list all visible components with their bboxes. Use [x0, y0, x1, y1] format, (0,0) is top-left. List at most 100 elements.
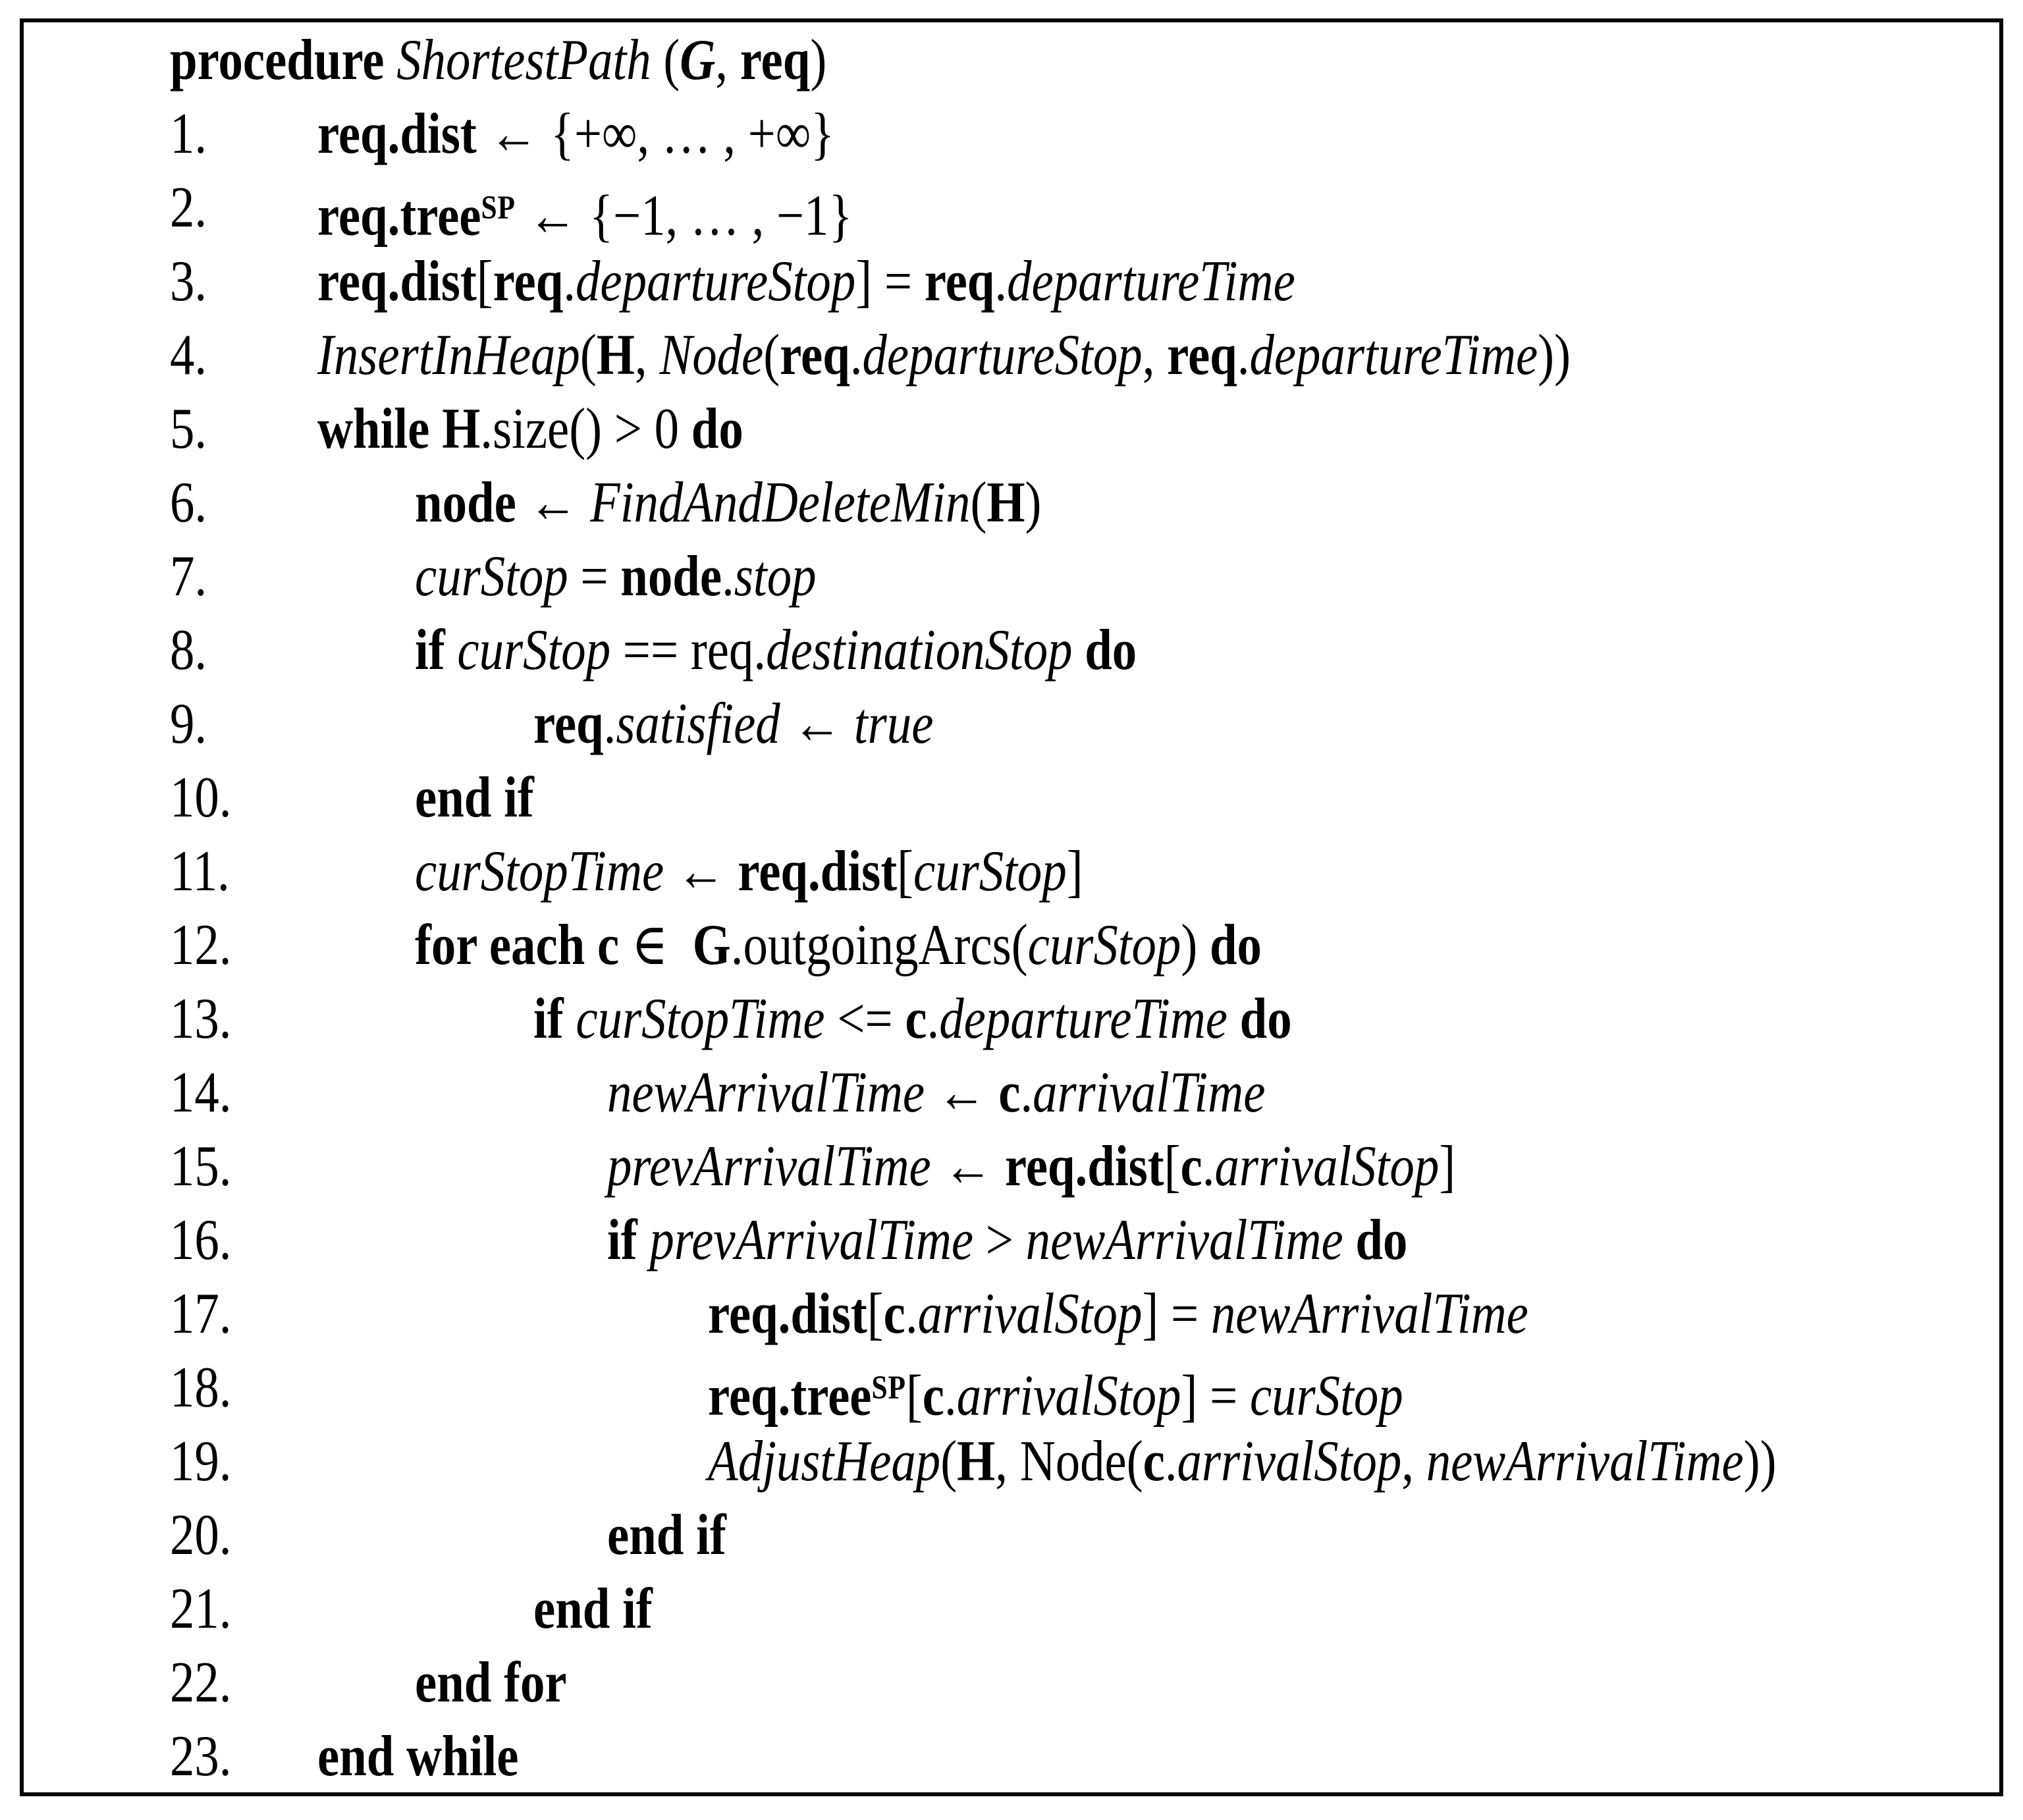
code-segment: )): [1538, 323, 1571, 387]
line-number: 12.: [170, 913, 232, 977]
code-segment: .: [563, 250, 576, 313]
code-segment: do: [691, 397, 743, 461]
code-line: 2.req.treeSP ← {−1, … , −1}: [24, 171, 1999, 248]
code-segment: .: [850, 323, 863, 387]
code-segment: arrivalTime: [1033, 1061, 1266, 1125]
line-number: 7.: [170, 545, 207, 608]
code-text: end if: [533, 1572, 653, 1646]
code-segment: (: [763, 323, 780, 387]
code-segment: req: [740, 28, 811, 92]
line-number: 2.: [170, 176, 207, 240]
code-segment: [: [867, 1282, 884, 1346]
code-segment: )): [1743, 1430, 1777, 1493]
code-segment: newArrivalTime: [1025, 1208, 1343, 1272]
code-text: end for: [415, 1646, 567, 1720]
code-text: req.dist ← {+∞, … , +∞}: [317, 97, 834, 171]
code-segment: ): [810, 28, 827, 92]
code-segment: prevArrivalTime: [607, 1135, 931, 1198]
code-text: req.dist[req.departureStop] = req.depart…: [317, 245, 1295, 319]
code-line: 15.prevArrivalTime ← req.dist[c.arrivalS…: [24, 1130, 1999, 1204]
code-segment: ,: [1401, 1430, 1426, 1493]
code-segment: ): [1181, 913, 1210, 977]
code-segment: H: [986, 471, 1025, 535]
code-segment: end for: [415, 1651, 567, 1715]
line-number: 14.: [170, 1061, 232, 1125]
code-segment: curStop: [913, 840, 1067, 903]
line-number: 21.: [170, 1577, 232, 1641]
code-segment: ] =: [855, 250, 925, 313]
code-text: end if: [607, 1499, 726, 1572]
code-segment: .: [944, 1364, 957, 1428]
code-line: 10. end if: [24, 761, 1999, 835]
code-segment: ]: [1439, 1135, 1456, 1198]
code-text: prevArrivalTime ← req.dist[c.arrivalStop…: [607, 1130, 1455, 1204]
code-segment: curStopTime: [576, 987, 825, 1051]
code-segment: .: [1202, 1135, 1215, 1198]
code-segment: departureTime: [939, 987, 1227, 1051]
code-segment: Node: [659, 323, 764, 387]
line-number: 5.: [170, 397, 207, 461]
code-line: 9.req.satisfied ← true: [24, 687, 1999, 761]
line-number: 1.: [170, 102, 207, 166]
code-segment: ←: [931, 1135, 1005, 1198]
code-segment: .: [1164, 1430, 1177, 1493]
line-number: 3.: [170, 250, 207, 313]
code-text: procedure ShortestPath (G, req): [170, 24, 826, 97]
code-segment: >: [973, 1208, 1026, 1272]
code-segment: ,: [634, 323, 660, 387]
code-text: req.satisfied ← true: [533, 687, 933, 761]
code-segment: satisfied: [616, 692, 780, 756]
code-segment: [: [476, 250, 493, 313]
code-segment: if: [607, 1208, 650, 1272]
code-text: AdjustHeap(H, Node(c.arrivalStop, newArr…: [708, 1425, 1777, 1499]
code-line: 1. req.dist ← {+∞, … , +∞}: [24, 97, 1999, 171]
code-segment: c: [1180, 1135, 1202, 1198]
code-text: node ← FindAndDeleteMin(H): [415, 466, 1041, 540]
line-number: 10.: [170, 766, 232, 830]
line-number: 6.: [170, 471, 207, 535]
code-line: 3. req.dist[req.departureStop] = req.depa…: [24, 245, 1999, 319]
code-segment: .: [1237, 323, 1250, 387]
code-segment: InsertInHeap: [317, 323, 580, 387]
code-segment: H: [957, 1430, 996, 1493]
code-line: 16.if prevArrivalTime > newArrivalTime d…: [24, 1204, 1999, 1277]
code-segment: <=: [824, 987, 905, 1051]
line-number: 18.: [170, 1356, 232, 1420]
line-number: 23.: [170, 1725, 232, 1788]
code-segment: c: [905, 987, 927, 1051]
code-text: req.treeSP[c.arrivalStop] = curStop: [708, 1351, 1403, 1428]
code-segment: ): [1025, 471, 1042, 535]
code-text: if curStop == req.destinationStop do: [415, 614, 1137, 687]
code-segment: .: [994, 250, 1008, 313]
code-segment: arrivalStop: [956, 1364, 1181, 1428]
code-line: 11.curStopTime ← req.dist[curStop]: [24, 835, 1999, 909]
code-segment: (: [651, 28, 680, 92]
code-segment: curStop: [1027, 913, 1181, 977]
code-line: 6. node ← FindAndDeleteMin(H): [24, 466, 1999, 540]
code-segment: for each c: [415, 913, 620, 977]
code-segment: req: [533, 692, 604, 756]
code-segment: ←: [664, 840, 738, 903]
code-segment: end if: [415, 766, 534, 830]
code-segment: .: [1020, 1061, 1033, 1125]
code-segment: if: [415, 618, 458, 682]
code-line: 23.end while: [24, 1720, 1999, 1792]
code-segment: prevArrivalTime: [649, 1208, 974, 1272]
code-segment: .outgoingArcs(: [730, 913, 1028, 977]
code-segment: H: [596, 323, 635, 387]
line-number: 17.: [170, 1282, 232, 1346]
code-segment: do: [1343, 1208, 1408, 1272]
code-segment: arrivalStop: [1177, 1430, 1402, 1493]
code-segment: ] =: [1142, 1282, 1211, 1346]
code-segment: [: [905, 1364, 923, 1428]
code-segment: ShortestPath: [396, 28, 651, 92]
code-segment: ← {+∞, … , +∞}: [476, 102, 835, 166]
code-segment: SP: [871, 1370, 906, 1406]
code-line: 4.InsertInHeap(H, Node(req.departureStop…: [24, 319, 1999, 392]
pseudocode-lines: procedure ShortestPath (G, req)1. req.dis…: [24, 24, 1999, 1792]
code-segment: c: [1143, 1430, 1165, 1493]
code-line: 8.if curStop == req.destinationStop do: [24, 614, 1999, 687]
code-segment: newArrivalTime: [607, 1061, 925, 1125]
code-segment: departureStop: [862, 323, 1143, 387]
code-segment: G: [680, 28, 716, 92]
